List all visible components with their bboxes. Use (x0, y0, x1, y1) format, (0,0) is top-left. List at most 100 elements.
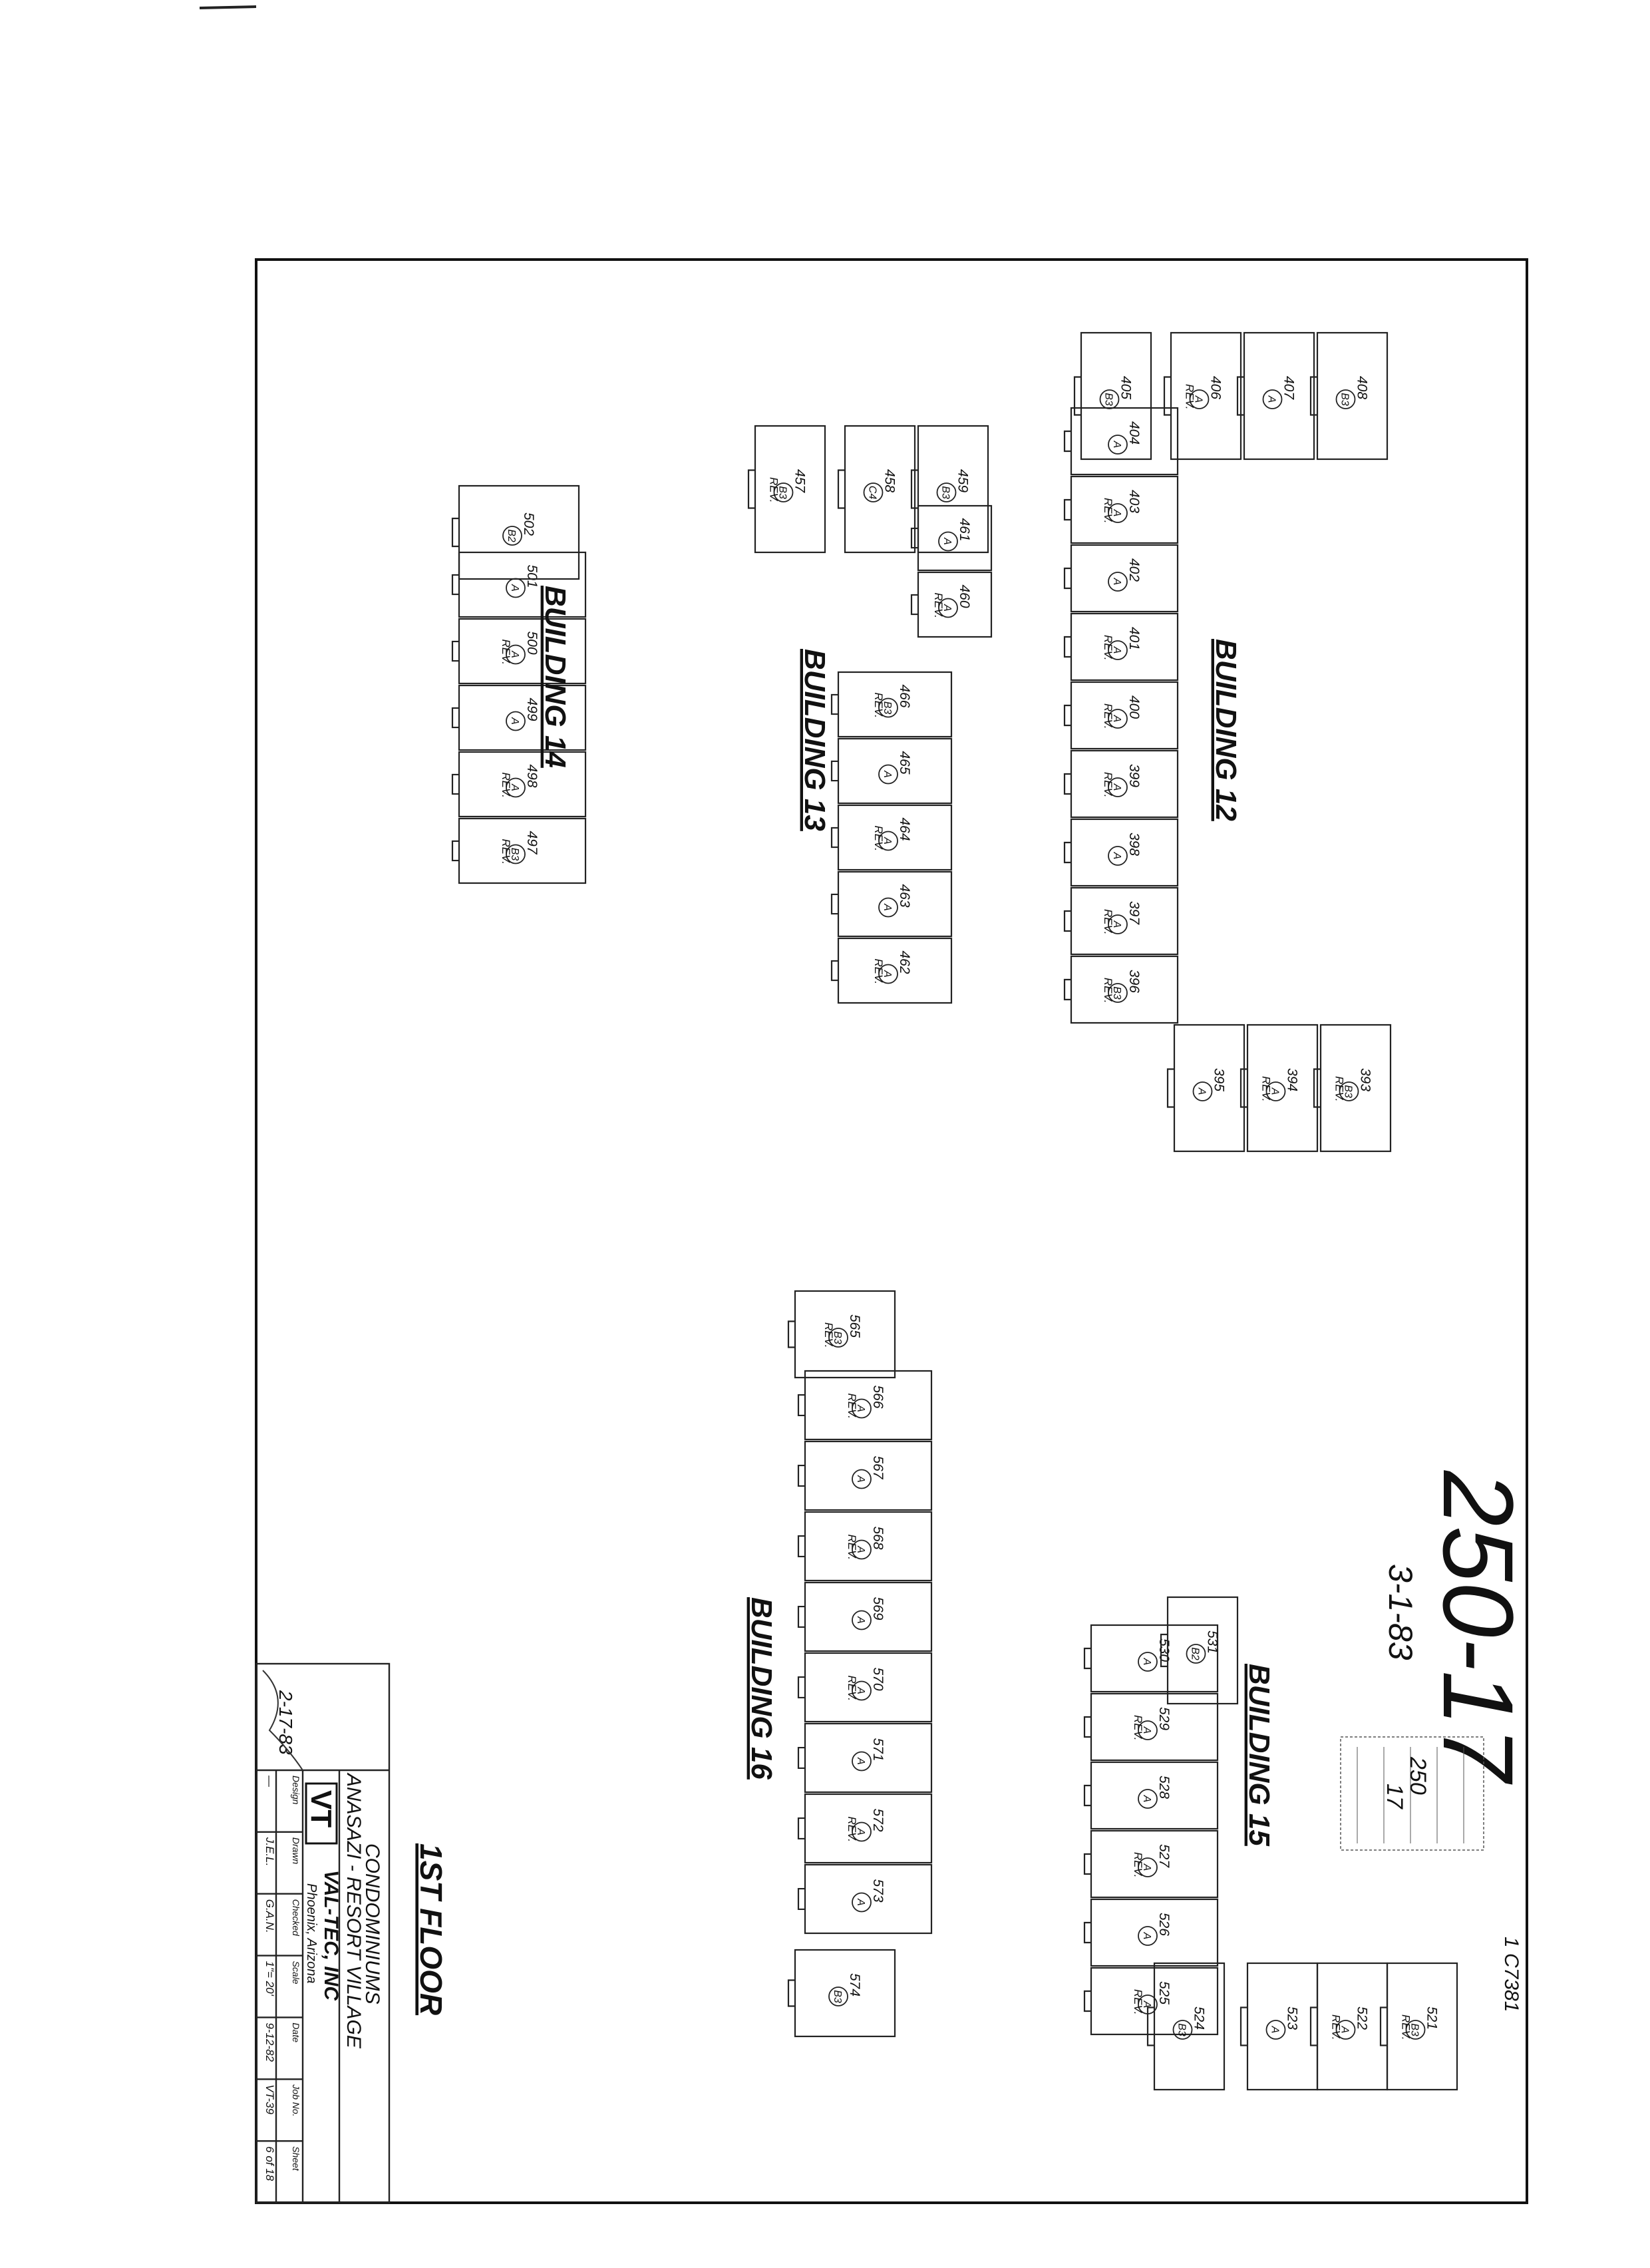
unit-type-circle (828, 1328, 848, 1348)
unit-type: A (1111, 441, 1122, 449)
title-field-value: J.E.L. (263, 1837, 276, 1866)
unit-outline (1316, 331, 1389, 461)
unit-type: A (855, 1404, 866, 1412)
unit-type: B3 (1409, 2023, 1420, 2036)
unit-outline (837, 671, 953, 738)
case-date: 3-1-83 (1382, 1564, 1419, 1660)
unit-type: A (855, 1545, 866, 1553)
unit-notch (1073, 376, 1081, 416)
unit-number: 395 (1212, 1068, 1227, 1091)
unit-number: 527 (1156, 1844, 1172, 1868)
unit-type-circle (878, 697, 898, 718)
unit-type: A (1196, 1087, 1208, 1095)
unit-number: 571 (870, 1738, 886, 1762)
unit-type: A (1193, 395, 1204, 403)
unit-outline (458, 484, 580, 580)
unit-rev: REV. (500, 640, 512, 665)
unit-number: 396 (1126, 970, 1142, 993)
unit-type-circle (936, 482, 957, 502)
unit-number: 407 (1281, 376, 1297, 400)
stamp-line-2: 17 (1382, 1784, 1407, 1809)
unit-type: A (1111, 715, 1122, 723)
unit-notch (1063, 978, 1071, 1001)
unit-notch (1083, 1716, 1091, 1738)
unit-outline (804, 1511, 933, 1582)
unit-outline (1170, 331, 1242, 461)
unit-type: B3 (832, 1990, 843, 2003)
unit-rev: REV. (1260, 1076, 1273, 1101)
building-label-13: BUILDING 13 (798, 649, 831, 831)
unit-outline (1243, 331, 1315, 461)
unit-outline (1070, 886, 1179, 956)
unit-outline (837, 870, 953, 938)
unit-number: 574 (847, 1973, 862, 1996)
unit-number: 461 (957, 518, 972, 542)
unit-outline (1080, 331, 1152, 461)
unit-type: A (882, 970, 893, 978)
unit-type: A (509, 783, 520, 791)
title-field-label: Drawn (291, 1837, 301, 1865)
unit-type-circle (852, 1892, 872, 1913)
unit-type-circle (1108, 503, 1128, 523)
unit-outline (1319, 1024, 1392, 1153)
unit-notch (451, 574, 459, 596)
unit-type: B3 (940, 486, 951, 499)
building-label-12: BUILDING 12 (1210, 639, 1242, 821)
unit-rev: REV. (932, 593, 945, 618)
unit-notch (451, 640, 459, 662)
unit-number: 402 (1126, 558, 1142, 582)
unit-type-circle (1186, 1644, 1206, 1664)
title-field-value: 1"= 20' (263, 1961, 276, 1996)
unit-notch (797, 1676, 805, 1699)
unit-type-circle (852, 1469, 872, 1489)
unit-number: 526 (1156, 1913, 1172, 1936)
unit-type: A (882, 837, 893, 845)
title-block: CONDOMINIUMS ANASAZI - RESORT VILLAGE VT… (255, 1662, 391, 2204)
unit-number: 531 (1205, 1630, 1220, 1654)
building-label-14: BUILDING 14 (539, 586, 572, 768)
unit-rev: REV. (500, 839, 512, 864)
unit-outline (1090, 1692, 1219, 1762)
unit-notch (1063, 773, 1071, 795)
unit-notch (830, 893, 838, 915)
unit-number: 573 (870, 1879, 886, 1903)
unit-number: 522 (1355, 2006, 1370, 2030)
unit-number: 408 (1355, 376, 1370, 399)
unit-outline (1090, 1624, 1219, 1693)
building-label-15: BUILDING 15 (1243, 1664, 1275, 1846)
unit-number: 462 (897, 951, 912, 974)
unit-outline (1246, 1024, 1319, 1153)
unit-type-circle (828, 1986, 848, 2006)
unit-number: 466 (897, 685, 912, 708)
unit-number: 568 (870, 1527, 886, 1550)
unit-type: A (882, 903, 893, 911)
unit-outline (1070, 681, 1179, 750)
unit-rev: REV. (1102, 909, 1114, 934)
signature-scrawl (262, 1670, 303, 1771)
unit-notch (837, 469, 845, 509)
unit-notch (747, 469, 755, 509)
unit-notch (451, 517, 459, 548)
unit-notch (1083, 1990, 1091, 2012)
unit-type: A (855, 1475, 866, 1483)
signature: 2-17-83 (275, 1690, 296, 1755)
unit-type: A (1111, 783, 1122, 791)
unit-number: 403 (1126, 490, 1142, 513)
unit-notch (1063, 567, 1071, 590)
unit-type: A (855, 1827, 866, 1835)
unit-notch (830, 960, 838, 982)
